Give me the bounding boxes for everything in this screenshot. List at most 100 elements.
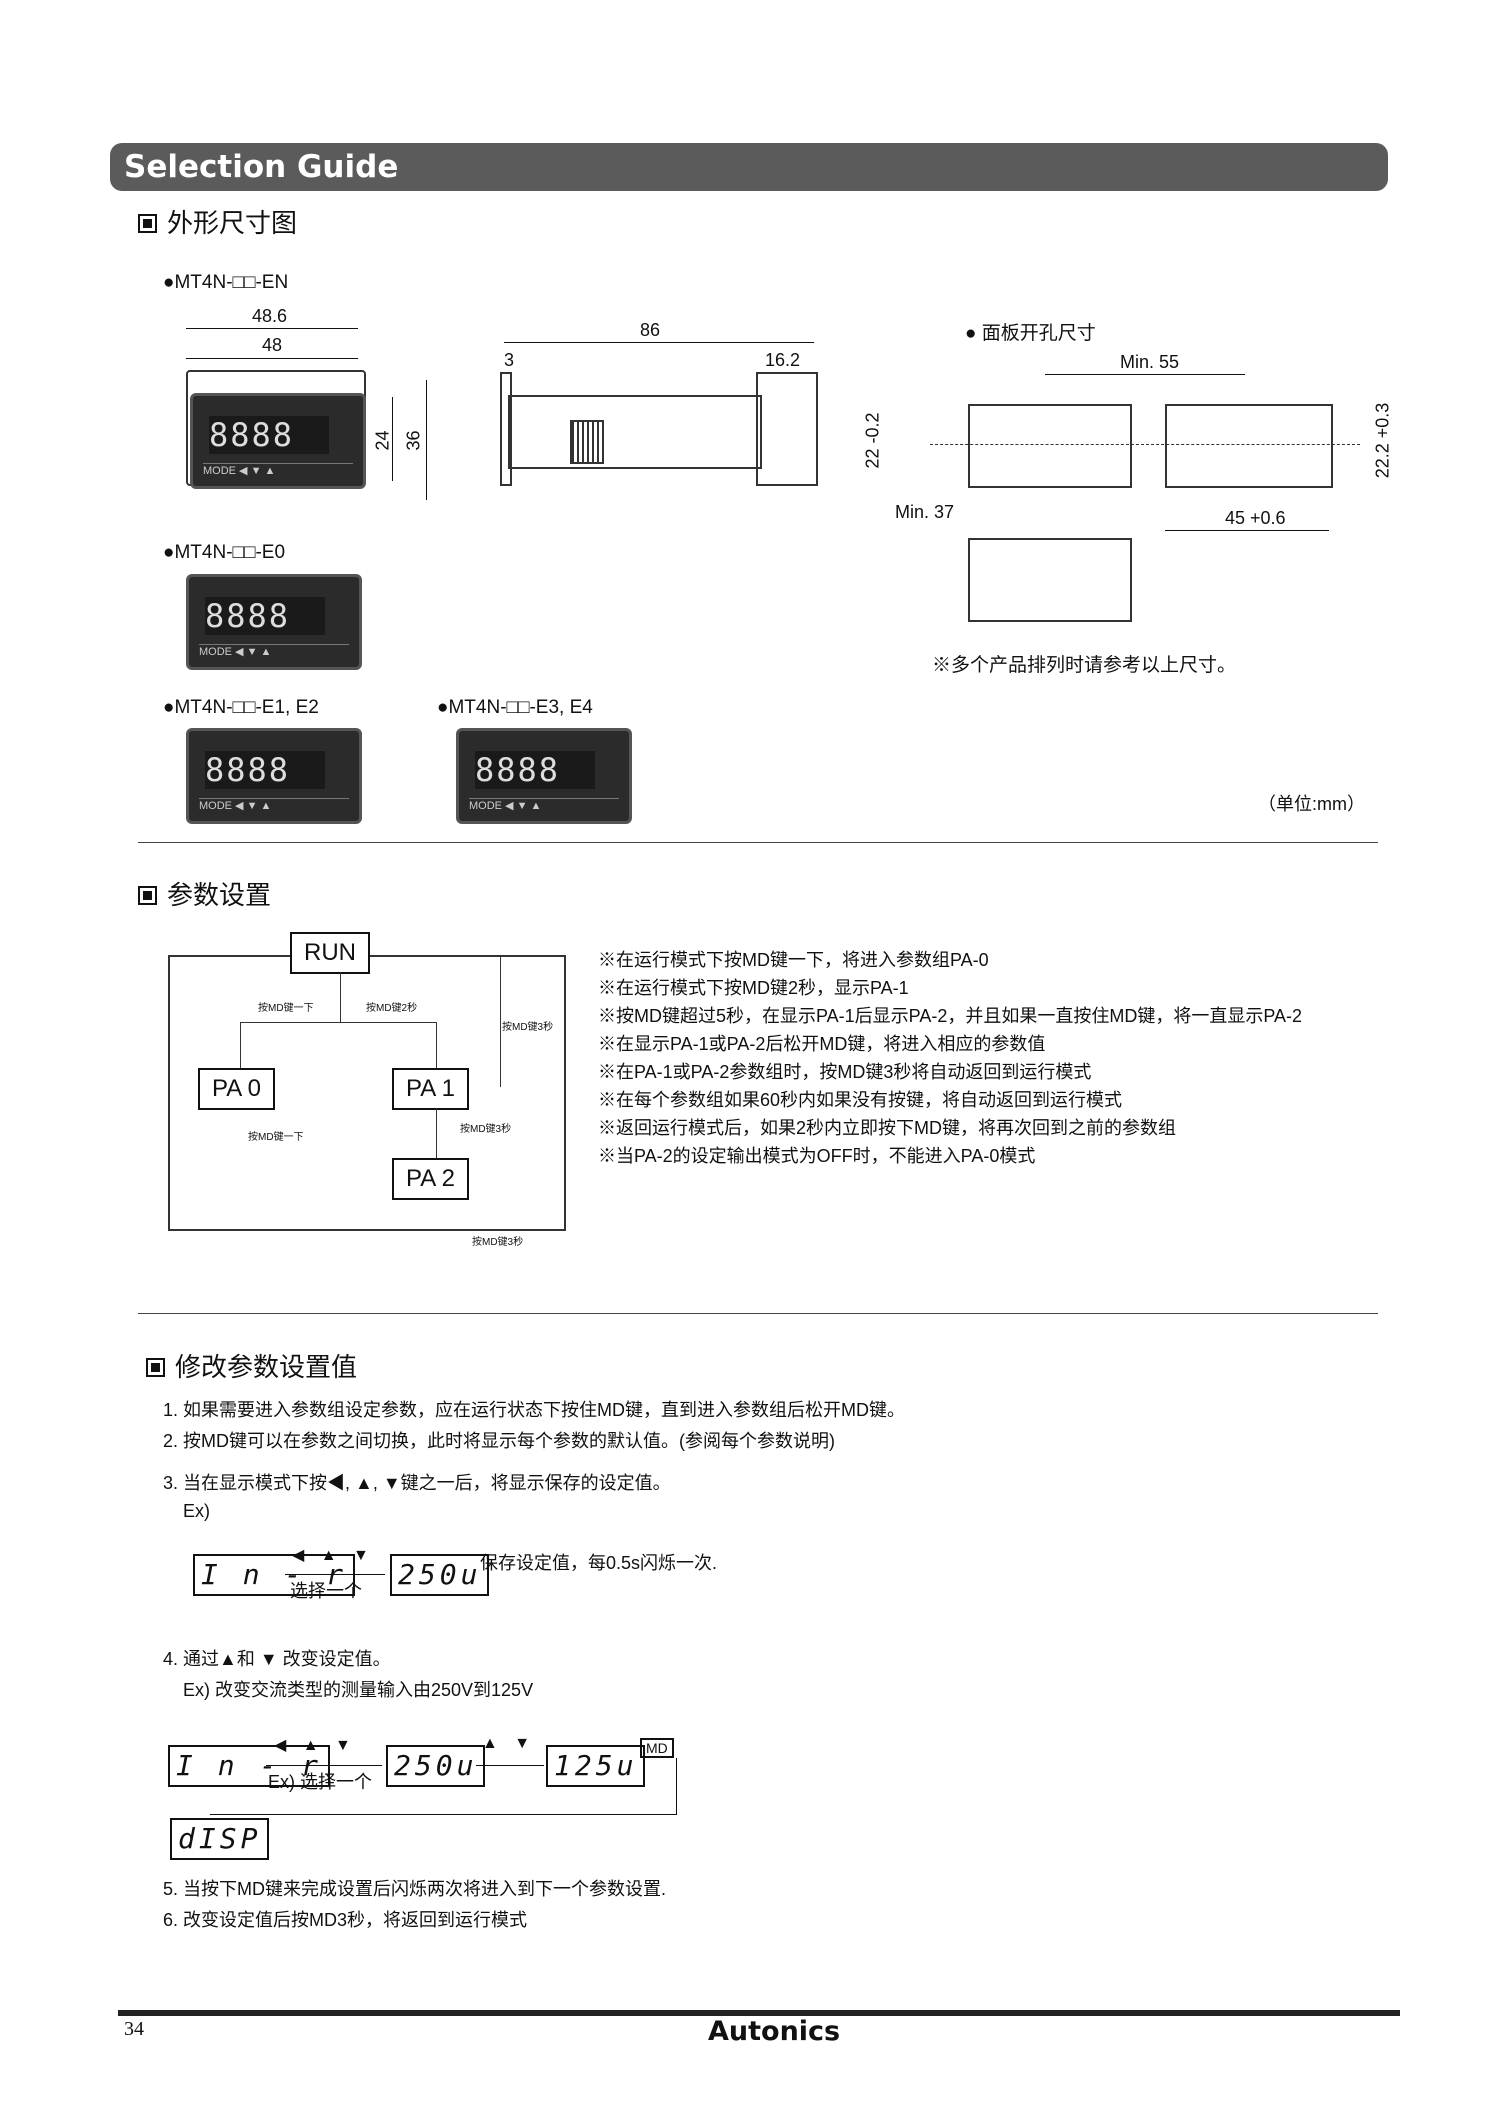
dim-line bbox=[186, 328, 358, 329]
arrangement-note: ※多个产品排列时请参考以上尺寸。 bbox=[932, 655, 1237, 676]
unit-label: （单位:mm） bbox=[1258, 794, 1365, 814]
step-6: 6. 改变设定值后按MD3秒，将返回到运行模式 bbox=[163, 1910, 528, 1930]
key-icons: ◀ ▲ ▼ bbox=[274, 1737, 357, 1754]
dim-line bbox=[426, 380, 427, 500]
flow-box-pa1: PA 1 bbox=[392, 1068, 469, 1110]
dim-line bbox=[1165, 530, 1329, 531]
flow-box-pa0: PA 0 bbox=[198, 1068, 275, 1110]
meter-display: 8888 bbox=[475, 751, 595, 789]
meter-front-en: 8888 MODE ◀ ▼ ▲ bbox=[190, 393, 366, 489]
model-label-e3e4: ●MT4N-□□-E3, E4 bbox=[437, 697, 593, 718]
params-section-title: 参数设置 bbox=[138, 875, 271, 912]
step-4-ex: Ex) 改变交流类型的测量输入由250V到125V bbox=[183, 1680, 534, 1700]
flow-line bbox=[436, 1022, 437, 1068]
dim-line bbox=[186, 358, 358, 359]
lcd-value-250: 250u bbox=[390, 1554, 490, 1596]
model-label-e1e2: ●MT4N-□□-E1, E2 bbox=[163, 697, 319, 718]
note-line: ※在显示PA-1或PA-2后松开MD键，将进入相应的参数值 bbox=[598, 1034, 1046, 1054]
step-1: 1. 如果需要进入参数组设定参数，应在运行状态下按住MD键，直到进入参数组后松开… bbox=[163, 1400, 905, 1420]
side-bezel bbox=[500, 372, 512, 486]
dim-48: 48 bbox=[262, 335, 283, 355]
ex1-note: 保存设定值，每0.5s闪烁一次. bbox=[480, 1553, 718, 1573]
meter-keys: MODE ◀ ▼ ▲ bbox=[469, 798, 619, 815]
side-terminal bbox=[756, 372, 818, 486]
dimensions-section-title: 外形尺寸图 bbox=[138, 203, 297, 240]
dim-86: 86 bbox=[640, 320, 661, 340]
md-key: MD bbox=[640, 1738, 674, 1758]
cutout-rect-1 bbox=[968, 404, 1132, 488]
dim-48-6: 48.6 bbox=[252, 306, 288, 326]
dim-45: 45 +0.6 bbox=[1225, 508, 1286, 528]
dim-3: 3 bbox=[504, 350, 515, 370]
lcd-disp: dISP bbox=[170, 1818, 270, 1860]
model-label-en: ●MT4N-□□-EN bbox=[163, 272, 289, 293]
dim-line bbox=[392, 397, 393, 481]
dim-24: 24 bbox=[372, 430, 393, 451]
lcd-input-type: I n - r bbox=[193, 1554, 356, 1596]
footer-rule bbox=[118, 2010, 1400, 2016]
step-2: 2. 按MD键可以在参数之间切换，此时将显示每个参数的默认值。(参阅每个参数说明… bbox=[163, 1431, 835, 1451]
flow-line bbox=[676, 1758, 677, 1814]
arrow-label: 按MD键一下 bbox=[258, 1003, 314, 1014]
flow-line bbox=[340, 972, 341, 1022]
dim-16-2: 16.2 bbox=[765, 350, 801, 370]
key-icons: ▲ ▼ bbox=[482, 1735, 537, 1752]
key-icons: ◀ ▲ ▼ bbox=[292, 1547, 375, 1564]
arrow-label: 按MD键一下 bbox=[248, 1132, 304, 1143]
lcd-value-250: 250u bbox=[386, 1745, 486, 1787]
page-number: 34 bbox=[124, 2018, 144, 2040]
modify-section-title: 修改参数设置值 bbox=[146, 1347, 357, 1384]
brand-logo: Autonics bbox=[708, 2016, 841, 2047]
flow-line bbox=[500, 955, 501, 1087]
flow-line bbox=[436, 1108, 437, 1158]
meter-front-e1: 8888 MODE ◀ ▼ ▲ bbox=[186, 728, 362, 824]
step-3-ex: Ex) bbox=[183, 1501, 210, 1521]
meter-keys: MODE ◀ ▼ ▲ bbox=[203, 463, 353, 480]
flow-box-run: RUN bbox=[290, 932, 370, 974]
dim-min37: Min. 37 bbox=[895, 502, 955, 522]
flow-line bbox=[210, 1814, 677, 1815]
choose-label: 选择一个 bbox=[290, 1581, 362, 1601]
meter-keys: MODE ◀ ▼ ▲ bbox=[199, 798, 349, 815]
center-line bbox=[930, 444, 1360, 445]
cutout-rect-3 bbox=[968, 538, 1132, 622]
note-line: ※返回运行模式后，如果2秒内立即按下MD键，将再次回到之前的参数组 bbox=[598, 1118, 1177, 1138]
dim-22: 22 -0.2 bbox=[862, 412, 883, 469]
step-4: 4. 通过▲和 ▼ 改变设定值。 bbox=[163, 1649, 391, 1669]
divider bbox=[138, 842, 1378, 843]
note-line: ※按MD键超过5秒，在显示PA-1后显示PA-2，并且如果一直按住MD键，将一直… bbox=[598, 1006, 1303, 1026]
meter-display: 8888 bbox=[209, 416, 329, 454]
meter-front-e0: 8888 MODE ◀ ▼ ▲ bbox=[186, 574, 362, 670]
meter-display: 8888 bbox=[205, 751, 325, 789]
step-3: 3. 当在显示模式下按◀, ▲, ▼键之一后，将显示保存的设定值。 bbox=[163, 1473, 671, 1493]
note-line: ※在每个参数组如果60秒内如果没有按键，将自动返回到运行模式 bbox=[598, 1090, 1123, 1110]
arrow-label: 按MD键3秒 bbox=[502, 1022, 554, 1033]
meter-keys: MODE ◀ ▼ ▲ bbox=[199, 644, 349, 661]
dim-36: 36 bbox=[403, 430, 424, 451]
note-line: ※在运行模式下按MD键2秒，显示PA-1 bbox=[598, 978, 909, 998]
dim-line bbox=[1045, 374, 1245, 375]
arrow-label: 按MD键2秒 bbox=[366, 1003, 418, 1014]
flow-line bbox=[240, 1022, 436, 1023]
params-notes: ※在运行模式下按MD键一下，将进入参数组PA-0 ※在运行模式下按MD键2秒，显… bbox=[598, 946, 1302, 1170]
step-5: 5. 当按下MD键来完成设置后闪烁两次将进入到下一个参数设置. bbox=[163, 1879, 667, 1899]
choose-label: Ex) 选择一个 bbox=[268, 1772, 373, 1792]
arrow-line bbox=[266, 1765, 382, 1766]
square-bullet-icon bbox=[138, 886, 157, 905]
side-connector bbox=[570, 420, 604, 464]
square-bullet-icon bbox=[138, 214, 157, 233]
flow-box-pa2: PA 2 bbox=[392, 1158, 469, 1200]
note-line: ※在运行模式下按MD键一下，将进入参数组PA-0 bbox=[598, 950, 989, 970]
divider bbox=[138, 1313, 1378, 1314]
note-line: ※当PA-2的设定输出模式为OFF时，不能进入PA-0模式 bbox=[598, 1146, 1036, 1166]
arrow-line bbox=[285, 1574, 385, 1575]
arrow-label: 按MD键3秒 bbox=[472, 1237, 524, 1248]
cutout-rect-2 bbox=[1165, 404, 1333, 488]
side-body bbox=[508, 395, 762, 469]
model-label-e0: ●MT4N-□□-E0 bbox=[163, 542, 286, 563]
section-banner: Selection Guide bbox=[110, 143, 1388, 191]
dim-line bbox=[504, 342, 814, 343]
panel-cutout-title: ● 面板开孔尺寸 bbox=[965, 323, 1096, 344]
arrow-label: 按MD键3秒 bbox=[460, 1124, 512, 1135]
meter-front-e3: 8888 MODE ◀ ▼ ▲ bbox=[456, 728, 632, 824]
